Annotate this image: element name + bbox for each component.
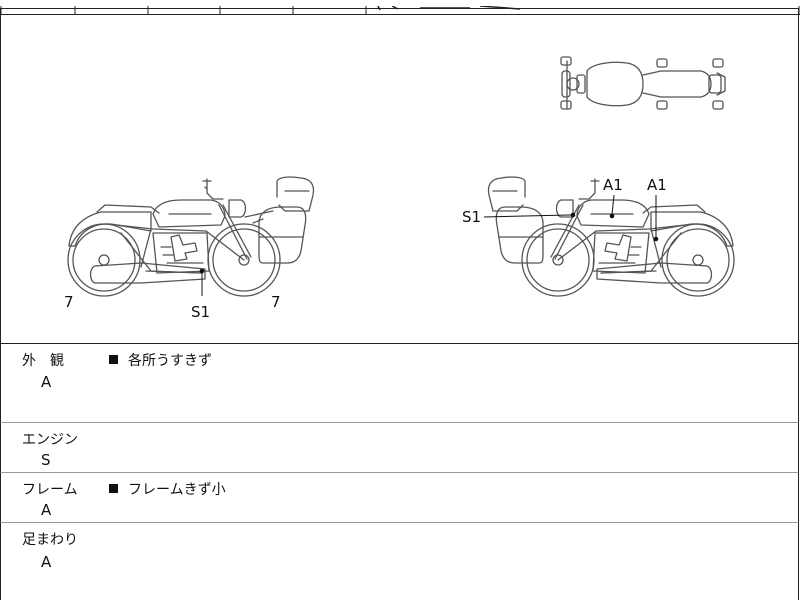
callout-engine-left: S1 xyxy=(191,303,211,321)
grade-value: A xyxy=(41,373,52,391)
category-label: エンジン xyxy=(22,432,78,448)
square-bullet-icon xyxy=(109,484,118,493)
callout-tank-right: A1 xyxy=(603,176,623,194)
rating-row-frame: フレーム フレームきず小 A xyxy=(0,473,799,523)
grade-value: A xyxy=(41,501,52,519)
category-label: 外 観 xyxy=(22,353,64,369)
remark-text: 各所うすきず xyxy=(128,353,212,369)
remark: フレームきず小 xyxy=(109,479,226,499)
rating-row-engine: エンジン S xyxy=(0,423,799,473)
square-bullet-icon xyxy=(109,355,118,364)
callout-engine-right: S1 xyxy=(462,208,482,226)
category-label: 足まわり xyxy=(22,532,78,548)
callout-front-wheel-left: 7 xyxy=(271,293,281,311)
rating-row-suspension: 足まわり A xyxy=(0,523,799,600)
grade-value: A xyxy=(41,553,52,571)
left-side-view xyxy=(67,176,315,297)
grade-value: S xyxy=(41,451,51,469)
category-label: フレーム xyxy=(22,482,78,498)
rating-row-exterior: 外 観 各所うすきず A xyxy=(0,344,799,423)
damage-diagram: 7 7 S1 S1 A1 A1 xyxy=(0,8,799,344)
right-side-view xyxy=(487,176,735,297)
rating-table: 外 観 各所うすきず A エンジン S フレーム フレームきず小 A 足まわり … xyxy=(0,344,799,600)
callout-rear-wheel-left: 7 xyxy=(64,293,74,311)
motorcycle-illustrations xyxy=(67,56,735,297)
remark-text: フレームきず小 xyxy=(128,482,226,498)
callout-side-cover-right: A1 xyxy=(647,176,667,194)
top-view xyxy=(560,56,726,110)
remark: 各所うすきず xyxy=(109,350,212,370)
